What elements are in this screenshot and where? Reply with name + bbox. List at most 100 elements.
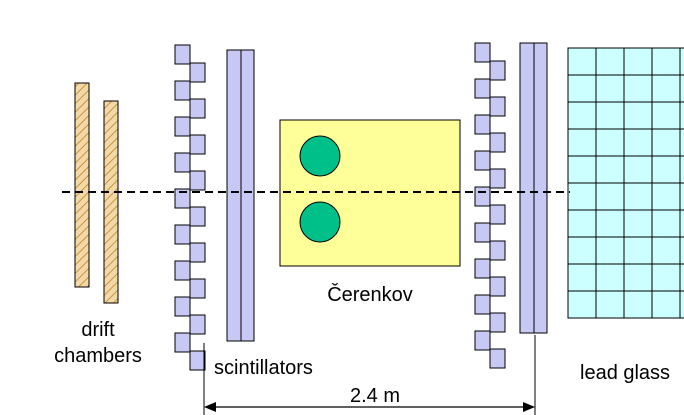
lead-glass-array xyxy=(567,47,684,319)
lead-glass-block xyxy=(595,263,625,292)
lead-glass-block xyxy=(567,155,597,184)
drift-chamber-2 xyxy=(103,100,119,304)
pmt-tube xyxy=(489,276,506,297)
pmt-tube xyxy=(489,132,506,153)
lead-glass-block xyxy=(595,128,625,157)
pmt-tube xyxy=(474,294,491,315)
pmt-tube xyxy=(474,330,491,351)
pmt-tube xyxy=(489,348,506,369)
pmt-tube xyxy=(189,134,206,155)
lead-glass-block xyxy=(567,290,597,319)
lead-glass-block xyxy=(651,47,681,76)
pmt-tube xyxy=(489,96,506,117)
pmt-tube xyxy=(474,42,491,63)
lead-glass-block xyxy=(567,182,597,211)
pmt-tube xyxy=(474,150,491,171)
lead-glass-block xyxy=(623,101,653,130)
distance-arrow xyxy=(203,335,536,415)
pmt-tube xyxy=(174,260,191,281)
pmt-stack-left xyxy=(174,44,206,371)
lead-glass-block xyxy=(679,47,684,76)
lead-glass-block xyxy=(567,101,597,130)
lead-glass-block xyxy=(595,155,625,184)
label-scintillators: scintillators xyxy=(214,357,313,379)
lead-glass-block xyxy=(651,74,681,103)
pmt-tube xyxy=(189,170,206,191)
lead-glass-block xyxy=(567,236,597,265)
pmt-tube xyxy=(174,188,191,209)
pmt-tube xyxy=(474,222,491,243)
lead-glass-block xyxy=(679,101,684,130)
lead-glass-block xyxy=(651,290,681,319)
pmt-tube xyxy=(174,224,191,245)
lead-glass-block xyxy=(623,74,653,103)
pmt-tube xyxy=(174,332,191,353)
pmt-tube xyxy=(189,242,206,263)
lead-glass-block xyxy=(651,209,681,238)
lead-glass-block xyxy=(623,182,653,211)
pmt-tube xyxy=(474,186,491,207)
label-cerenkov: Čerenkov xyxy=(327,283,413,306)
pmt-tube xyxy=(474,258,491,279)
lead-glass-block xyxy=(623,236,653,265)
pmt-tube xyxy=(189,98,206,119)
lead-glass-block xyxy=(651,182,681,211)
pmt-tube xyxy=(489,168,506,189)
lead-glass-block xyxy=(623,290,653,319)
lead-glass-block xyxy=(651,236,681,265)
lead-glass-block xyxy=(623,47,653,76)
pmt-tube xyxy=(174,152,191,173)
pmt-tube xyxy=(489,240,506,261)
pmt-tube xyxy=(189,350,206,371)
drift-chambers xyxy=(74,82,119,304)
pmt-tube xyxy=(174,80,191,101)
pmt-tube xyxy=(174,116,191,137)
pmt-tube xyxy=(174,44,191,65)
pmt-tube xyxy=(474,78,491,99)
lead-glass-block xyxy=(623,128,653,157)
lead-glass-block xyxy=(595,101,625,130)
pmt-tube xyxy=(489,204,506,225)
pmt-tube xyxy=(189,278,206,299)
lead-glass-block xyxy=(651,263,681,292)
lead-glass-block xyxy=(623,209,653,238)
pmt-tube xyxy=(189,206,206,227)
lead-glass-block xyxy=(567,128,597,157)
label-distance: 2.4 m xyxy=(350,385,400,407)
lead-glass-block xyxy=(679,182,684,211)
pmt-tube xyxy=(189,62,206,83)
lead-glass-block xyxy=(623,155,653,184)
lead-glass-block xyxy=(595,236,625,265)
lead-glass-block xyxy=(595,209,625,238)
lead-glass-block xyxy=(679,74,684,103)
pmt-tube xyxy=(174,296,191,317)
label-chambers: chambers xyxy=(54,345,142,367)
label-drift: drift xyxy=(81,319,115,341)
lead-glass-block xyxy=(679,128,684,157)
lead-glass-block xyxy=(567,74,597,103)
lead-glass-block xyxy=(595,74,625,103)
pmt-stack-right xyxy=(474,42,506,369)
lead-glass-block xyxy=(679,209,684,238)
lead-glass-block xyxy=(567,47,597,76)
lead-glass-block xyxy=(679,290,684,319)
lead-glass-block xyxy=(595,290,625,319)
lead-glass-block xyxy=(651,155,681,184)
scintillator-left xyxy=(226,49,255,342)
cerenkov-circle-top xyxy=(299,135,341,177)
pmt-tube xyxy=(189,314,206,335)
lead-glass-block xyxy=(623,263,653,292)
lead-glass-block xyxy=(679,155,684,184)
pmt-tube xyxy=(489,312,506,333)
pmt-tube xyxy=(489,60,506,81)
lead-glass-block xyxy=(595,47,625,76)
lead-glass-block xyxy=(567,209,597,238)
cerenkov-circle-bottom xyxy=(299,201,341,243)
drift-chamber-1 xyxy=(74,82,90,288)
pmt-tube xyxy=(474,114,491,135)
lead-glass-block xyxy=(651,101,681,130)
lead-glass-block xyxy=(679,263,684,292)
lead-glass-block xyxy=(595,182,625,211)
lead-glass-block xyxy=(567,263,597,292)
